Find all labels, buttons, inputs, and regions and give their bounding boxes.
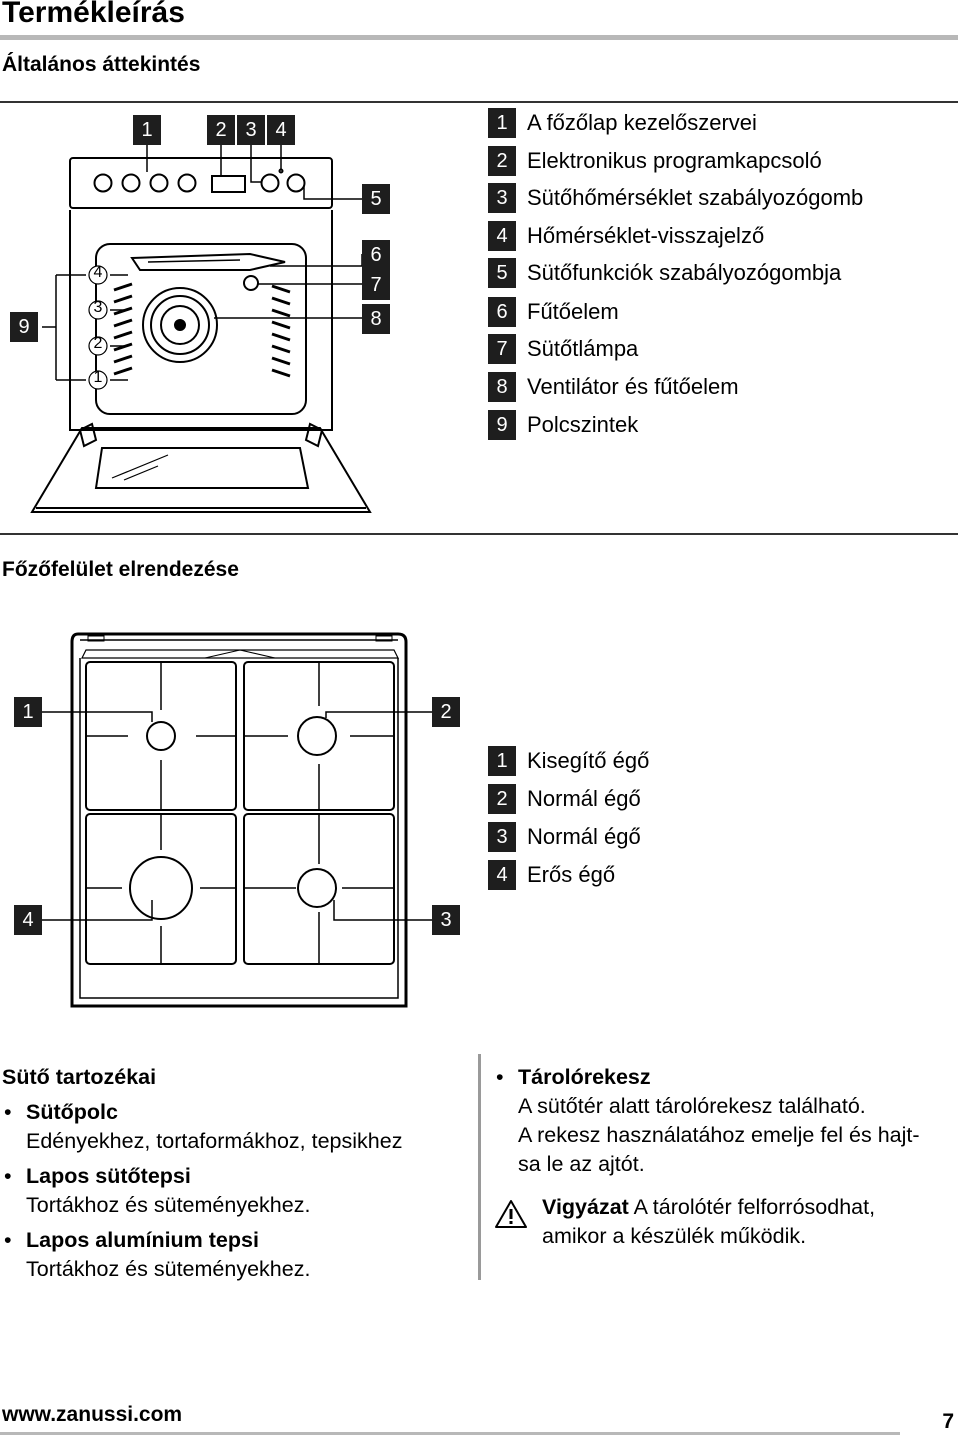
drawer-section: • Tárolórekesz A sütőtér alatt tárolórek… xyxy=(494,1063,960,1251)
hob-callout-3: 3 xyxy=(432,905,460,935)
legend-badge: 3 xyxy=(488,822,516,852)
callout-7: 7 xyxy=(362,270,390,300)
callout-8: 8 xyxy=(362,304,390,334)
warning-icon xyxy=(495,1200,527,1228)
legend-badge: 8 xyxy=(488,372,516,402)
legend-badge: 1 xyxy=(488,108,516,138)
accessory-desc: Edényekhez, tortaformákhoz, tepsikhez xyxy=(26,1129,403,1153)
list-item: • Sütőpolc Edényekhez, tortaformákhoz, t… xyxy=(2,1098,462,1156)
bullet-dot: • xyxy=(4,1100,12,1124)
accessories-title: Sütő tartozékai xyxy=(2,1065,157,1089)
bullet-dot: • xyxy=(496,1065,504,1089)
legend-text: A főzőlap kezelőszervei xyxy=(527,110,757,135)
legend-text: Sütőhőmérséklet szabályozógomb xyxy=(527,185,864,210)
legend-text: Kisegítő égő xyxy=(527,748,650,773)
accessory-name: Sütőpolc xyxy=(26,1100,118,1124)
hob-legend-row: 2 Normál égő xyxy=(488,784,641,814)
legend-text: Elektronikus programkapcsoló xyxy=(527,148,822,173)
oven-legend-row: 6 Fűtőelem xyxy=(488,297,619,327)
hob-callout-2: 2 xyxy=(432,697,460,727)
legend-badge: 1 xyxy=(488,746,516,776)
callout-1: 1 xyxy=(133,115,161,145)
accessory-name: Lapos alumínium tepsi xyxy=(26,1228,259,1252)
legend-badge: 3 xyxy=(488,183,516,213)
oven-legend-row: 4 Hőmérséklet-visszajelző xyxy=(488,221,764,251)
bullet-dot: • xyxy=(4,1164,12,1188)
shelf-level-1: 1 xyxy=(93,369,103,386)
accessory-desc: Tortákhoz és süteményekhez. xyxy=(26,1257,311,1281)
hob-legend-row: 3 Normál égő xyxy=(488,822,641,852)
legend-badge: 2 xyxy=(488,146,516,176)
shelf-level-3: 3 xyxy=(93,299,103,316)
page-title: Termékleírás xyxy=(2,0,185,29)
section-title-hob: Főzőfelület elrendezése xyxy=(2,558,239,581)
oven-legend-row: 5 Sütőfunkciók szabályozógombja xyxy=(488,258,841,288)
legend-text: Fűtőelem xyxy=(527,299,619,324)
accessory-desc: Tortákhoz és süteményekhez. xyxy=(26,1193,311,1217)
hob-callout-4: 4 xyxy=(14,905,42,935)
oven-legend-row: 7 Sütőtlámpa xyxy=(488,334,638,364)
warning-block: Vigyázat A tárolótér felforrósodhat, ami… xyxy=(494,1193,960,1251)
title-divider xyxy=(0,35,958,40)
column-divider xyxy=(478,1054,481,1280)
hob-legend-row: 1 Kisegítő égő xyxy=(488,746,649,776)
legend-badge: 4 xyxy=(488,860,516,890)
warning-label: Vigyázat xyxy=(542,1195,629,1219)
oven-legend-row: 2 Elektronikus programkapcsoló xyxy=(488,146,822,176)
legend-text: Sütőfunkciók szabályozógombja xyxy=(527,260,842,285)
shelf-level-4: 4 xyxy=(93,264,103,281)
hob-legend-row: 4 Erős égő xyxy=(488,860,615,890)
list-item: • Lapos alumínium tepsi Tortákhoz és süt… xyxy=(2,1226,462,1284)
oven-legend-row: 8 Ventilátor és fűtőelem xyxy=(488,372,739,402)
callout-9: 9 xyxy=(10,312,38,342)
warning-text: amikor a készülék működik. xyxy=(542,1224,807,1248)
warning-text: A tárolótér felforrósodhat, xyxy=(633,1195,876,1219)
legend-text: Normál égő xyxy=(527,786,641,811)
shelf-level-2: 2 xyxy=(93,335,103,352)
legend-text: Hőmérséklet-visszajelző xyxy=(527,223,765,248)
accessory-name: Lapos sütőtepsi xyxy=(26,1164,191,1188)
legend-text: Sütőtlámpa xyxy=(527,336,639,361)
callout-2: 2 xyxy=(207,115,235,145)
oven-legend-row: 1 A főzőlap kezelőszervei xyxy=(488,108,757,138)
legend-badge: 6 xyxy=(488,297,516,327)
oven-legend-row: 9 Polcszintek xyxy=(488,410,638,440)
bullet-dot: • xyxy=(4,1228,12,1252)
section-divider-overview xyxy=(0,101,958,103)
legend-badge: 2 xyxy=(488,784,516,814)
legend-text: Ventilátor és fűtőelem xyxy=(527,374,739,399)
drawer-text-line: A rekesz használatához emelje fel és haj… xyxy=(518,1123,920,1147)
section-title-overview: Általános áttekintés xyxy=(2,53,201,76)
oven-legend-row: 3 Sütőhőmérséklet szabályozógomb xyxy=(488,183,863,213)
drawer-text-line: A sütőtér alatt tárolórekesz található. xyxy=(518,1094,866,1118)
hob-callout-1: 1 xyxy=(14,697,42,727)
oven-diagram xyxy=(30,144,372,513)
footer-url[interactable]: www.zanussi.com xyxy=(2,1403,183,1426)
callout-6: 6 xyxy=(362,240,390,270)
legend-text: Normál égő xyxy=(527,824,641,849)
callout-4: 4 xyxy=(267,115,295,145)
hob-diagram xyxy=(42,632,432,1008)
drawer-text-line: sa le az ajtót. xyxy=(518,1152,645,1176)
list-item: • Tárolórekesz A sütőtér alatt tárolórek… xyxy=(494,1063,960,1179)
legend-badge: 9 xyxy=(488,410,516,440)
legend-text: Polcszintek xyxy=(527,412,639,437)
page-number: 7 xyxy=(942,1410,954,1433)
list-item: • Lapos sütőtepsi Tortákhoz és süteménye… xyxy=(2,1162,462,1220)
footer-divider xyxy=(0,1432,900,1435)
legend-badge: 7 xyxy=(488,334,516,364)
callout-3: 3 xyxy=(237,115,265,145)
accessories-section: Sütő tartozékai • Sütőpolc Edényekhez, t… xyxy=(2,1063,462,1284)
section-divider-hob xyxy=(0,533,958,535)
legend-text: Erős égő xyxy=(527,862,616,887)
legend-badge: 5 xyxy=(488,258,516,288)
legend-badge: 4 xyxy=(488,221,516,251)
drawer-title: Tárolórekesz xyxy=(518,1065,651,1089)
callout-5: 5 xyxy=(362,184,390,214)
